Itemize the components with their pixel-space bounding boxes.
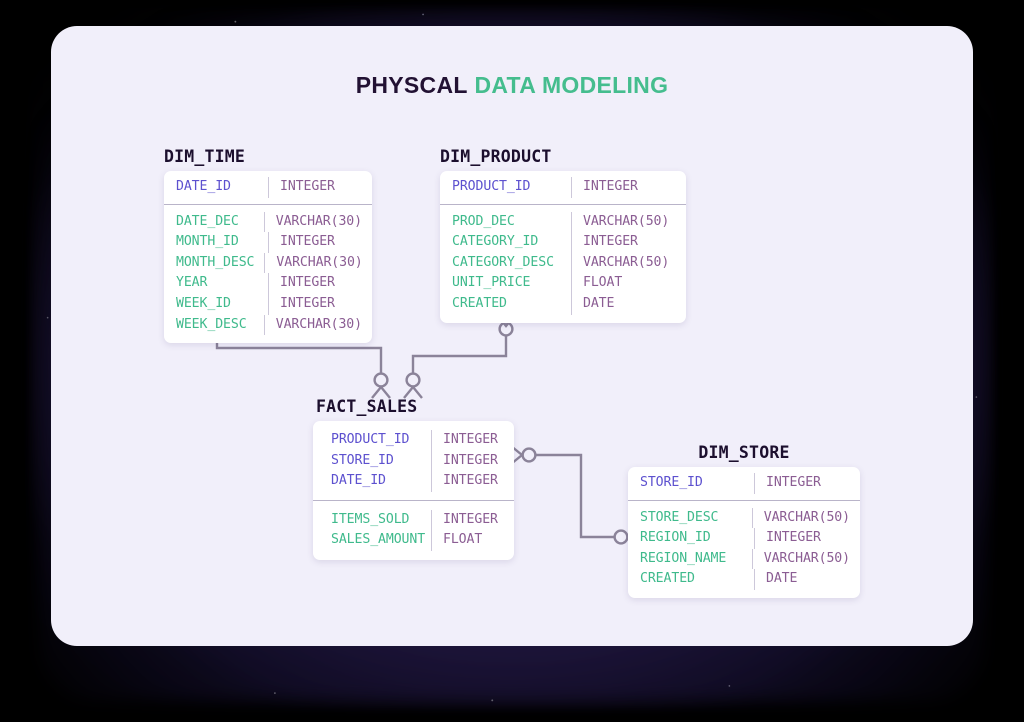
diagram-panel: PHYSCAL DATA MODELING xyxy=(51,26,973,646)
column-name: UNIT_PRICE xyxy=(452,275,531,291)
column-type: INTEGER xyxy=(571,232,686,253)
marker-zero-or-many-factsales-left xyxy=(371,372,391,399)
primary-key-group: PRODUCT_ID INTEGER STORE_ID INTEGER DATE… xyxy=(313,421,514,500)
entity-box: STORE_ID INTEGER STORE_DESC VARCHAR(50) … xyxy=(628,467,860,598)
column-name: PRODUCT_ID xyxy=(331,432,410,447)
column-name: DATE_ID xyxy=(331,473,386,489)
table-row[interactable]: CREATED DATE xyxy=(628,569,860,590)
entity-box: PRODUCT_ID INTEGER PROD_DEC VARCHAR(50) … xyxy=(440,171,686,323)
column-name: YEAR xyxy=(176,275,208,291)
column-type: DATE xyxy=(571,293,686,315)
column-type: FLOAT xyxy=(571,273,686,294)
column-type: INTEGER xyxy=(431,471,514,492)
entity-fact-sales[interactable]: FACT_SALES PRODUCT_ID INTEGER STORE_ID I… xyxy=(313,397,514,560)
column-group: STORE_DESC VARCHAR(50) REGION_ID INTEGER… xyxy=(628,499,860,598)
table-row[interactable]: DATE_DEC VARCHAR(30) xyxy=(164,211,372,233)
table-row[interactable]: MONTH_DESC VARCHAR(30) xyxy=(164,252,372,274)
table-row[interactable]: SALES_AMOUNT FLOAT xyxy=(313,530,514,551)
column-name: STORE_DESC xyxy=(640,509,719,525)
table-row[interactable]: ITEMS_SOLD INTEGER xyxy=(313,509,514,531)
column-type: INTEGER xyxy=(431,450,514,472)
table-row[interactable]: PRODUCT_ID INTEGER xyxy=(440,177,686,198)
column-type: INTEGER xyxy=(754,473,860,494)
column-type: INTEGER xyxy=(268,293,372,315)
table-row[interactable]: DATE_ID INTEGER xyxy=(164,177,372,198)
table-row[interactable]: PRODUCT_ID INTEGER xyxy=(313,430,514,451)
column-type: VARCHAR(50) xyxy=(571,211,686,233)
table-row[interactable]: STORE_DESC VARCHAR(50) xyxy=(628,507,860,529)
column-type: INTEGER xyxy=(268,273,372,294)
entity-title: DIM_TIME xyxy=(164,147,246,166)
column-type: INTEGER xyxy=(268,177,372,198)
column-group: ITEMS_SOLD INTEGER SALES_AMOUNT FLOAT xyxy=(313,499,514,560)
column-name: WEEK_DESC xyxy=(176,316,247,332)
column-name: DATE_DEC xyxy=(176,213,239,229)
column-type: INTEGER xyxy=(431,509,514,531)
column-name: SALES_AMOUNT xyxy=(331,532,426,548)
column-group: DATE_DEC VARCHAR(30) MONTH_ID INTEGER MO… xyxy=(164,203,372,344)
column-type: INTEGER xyxy=(571,177,686,198)
table-row[interactable]: YEAR INTEGER xyxy=(164,273,372,294)
column-type: VARCHAR(50) xyxy=(571,252,686,274)
primary-key-group: DATE_ID INTEGER xyxy=(164,171,372,204)
column-type: VARCHAR(50) xyxy=(751,548,860,570)
column-name: MONTH_DESC xyxy=(176,254,255,270)
table-row[interactable]: CREATED DATE xyxy=(440,293,686,315)
column-name: PRODUCT_ID xyxy=(452,179,531,194)
primary-key-group: STORE_ID INTEGER xyxy=(628,467,860,500)
entity-title: DIM_STORE xyxy=(698,443,790,462)
column-group: PROD_DEC VARCHAR(50) CATEGORY_ID INTEGER… xyxy=(440,203,686,323)
table-row[interactable]: CATEGORY_ID INTEGER xyxy=(440,232,686,253)
column-name: REGION_NAME xyxy=(640,550,727,566)
table-row[interactable]: WEEK_DESC VARCHAR(30) xyxy=(164,314,372,336)
column-name: DATE_ID xyxy=(176,179,231,194)
column-type: INTEGER xyxy=(431,430,514,451)
column-name: CREATED xyxy=(452,295,507,311)
column-name: REGION_ID xyxy=(640,530,711,546)
page-title: PHYSCAL DATA MODELING xyxy=(51,72,973,99)
table-row[interactable]: STORE_ID INTEGER xyxy=(313,450,514,472)
table-row[interactable]: DATE_ID INTEGER xyxy=(313,471,514,492)
column-name: CREATED xyxy=(640,571,695,587)
column-type: VARCHAR(50) xyxy=(751,507,860,529)
table-row[interactable]: PROD_DEC VARCHAR(50) xyxy=(440,211,686,233)
table-row[interactable]: MONTH_ID INTEGER xyxy=(164,232,372,253)
column-type: DATE xyxy=(754,569,860,590)
primary-key-group: PRODUCT_ID INTEGER xyxy=(440,171,686,204)
column-type: VARCHAR(30) xyxy=(264,252,372,274)
entity-dim-store[interactable]: DIM_STORE STORE_ID INTEGER STORE_DESC VA… xyxy=(628,443,860,598)
line-dimproduct-factsales xyxy=(411,326,508,386)
column-name: PROD_DEC xyxy=(452,213,515,229)
entity-dim-time[interactable]: DIM_TIME DATE_ID INTEGER DATE_DEC VARCHA… xyxy=(164,147,372,344)
column-type: VARCHAR(30) xyxy=(263,314,372,336)
table-row[interactable]: REGION_NAME VARCHAR(50) xyxy=(628,548,860,570)
table-row[interactable]: UNIT_PRICE FLOAT xyxy=(440,273,686,294)
title-primary: PHYSCAL xyxy=(355,72,468,98)
entity-title: DIM_PRODUCT xyxy=(440,147,552,166)
column-name: WEEK_ID xyxy=(176,295,231,311)
column-type: INTEGER xyxy=(754,528,860,549)
column-name: CATEGORY_ID xyxy=(452,234,539,250)
entity-title: FACT_SALES xyxy=(316,397,418,416)
column-name: STORE_ID xyxy=(640,475,703,490)
title-secondary: DATA MODELING xyxy=(474,72,669,98)
column-type: FLOAT xyxy=(431,530,514,551)
marker-zero-or-many-factsales-right-side xyxy=(510,445,537,465)
table-row[interactable]: CATEGORY_DESC VARCHAR(50) xyxy=(440,252,686,274)
line-factsales-dimstore xyxy=(529,453,621,539)
marker-zero-or-many-factsales-right xyxy=(403,372,423,399)
entity-box: DATE_ID INTEGER DATE_DEC VARCHAR(30) MON… xyxy=(164,171,372,344)
entity-dim-product[interactable]: DIM_PRODUCT PRODUCT_ID INTEGER PROD_DEC … xyxy=(440,147,686,323)
column-name: STORE_ID xyxy=(331,452,394,468)
entity-box: PRODUCT_ID INTEGER STORE_ID INTEGER DATE… xyxy=(313,421,514,560)
table-row[interactable]: STORE_ID INTEGER xyxy=(628,473,860,494)
column-type: INTEGER xyxy=(268,232,372,253)
table-row[interactable]: REGION_ID INTEGER xyxy=(628,528,860,549)
column-type: VARCHAR(30) xyxy=(263,211,372,233)
table-row[interactable]: WEEK_ID INTEGER xyxy=(164,293,372,315)
column-name: CATEGORY_DESC xyxy=(452,254,554,270)
column-name: MONTH_ID xyxy=(176,234,239,250)
column-name: ITEMS_SOLD xyxy=(331,511,410,527)
